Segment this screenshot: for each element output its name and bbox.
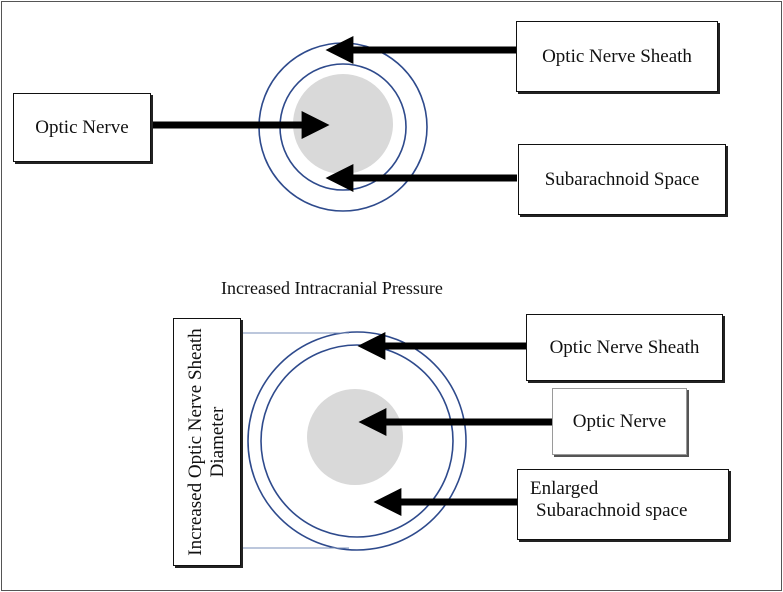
label-box-bottom-sheath: Optic Nerve Sheath	[526, 314, 723, 381]
label-box-bottom-optic-nerve: Optic Nerve	[552, 388, 687, 455]
enlarged-label-line2: Subarachnoid space	[536, 499, 688, 521]
bottom-optic-nerve-label: Optic Nerve	[572, 410, 667, 432]
diameter-label: Increased Optic Nerve Sheath Diameter	[185, 328, 228, 556]
bottom-cross-section	[247, 331, 467, 551]
label-box-top-optic-nerve: Optic Nerve	[13, 93, 151, 162]
bottom-sheath-circle	[247, 331, 467, 551]
enlarged-label-line1: Enlarged	[530, 478, 599, 499]
bottom-sheath-label: Optic Nerve Sheath	[549, 336, 700, 358]
top-subarachnoid-label: Subarachnoid Space	[544, 168, 700, 190]
bottom-optic-nerve-disc	[307, 389, 403, 485]
section-heading: Increased Intracranial Pressure	[221, 278, 443, 298]
label-box-bottom-enlarged: Enlarged Subarachnoid space	[517, 469, 729, 540]
label-box-top-subarachnoid: Subarachnoid Space	[518, 144, 726, 215]
top-sheath-label: Optic Nerve Sheath	[542, 45, 692, 67]
label-box-top-sheath: Optic Nerve Sheath	[516, 21, 718, 92]
label-box-diameter: Increased Optic Nerve Sheath Diameter	[173, 318, 241, 566]
bottom-subarachnoid-circle	[260, 344, 454, 538]
top-optic-nerve-disc	[293, 74, 393, 174]
top-optic-nerve-label: Optic Nerve	[35, 116, 129, 138]
